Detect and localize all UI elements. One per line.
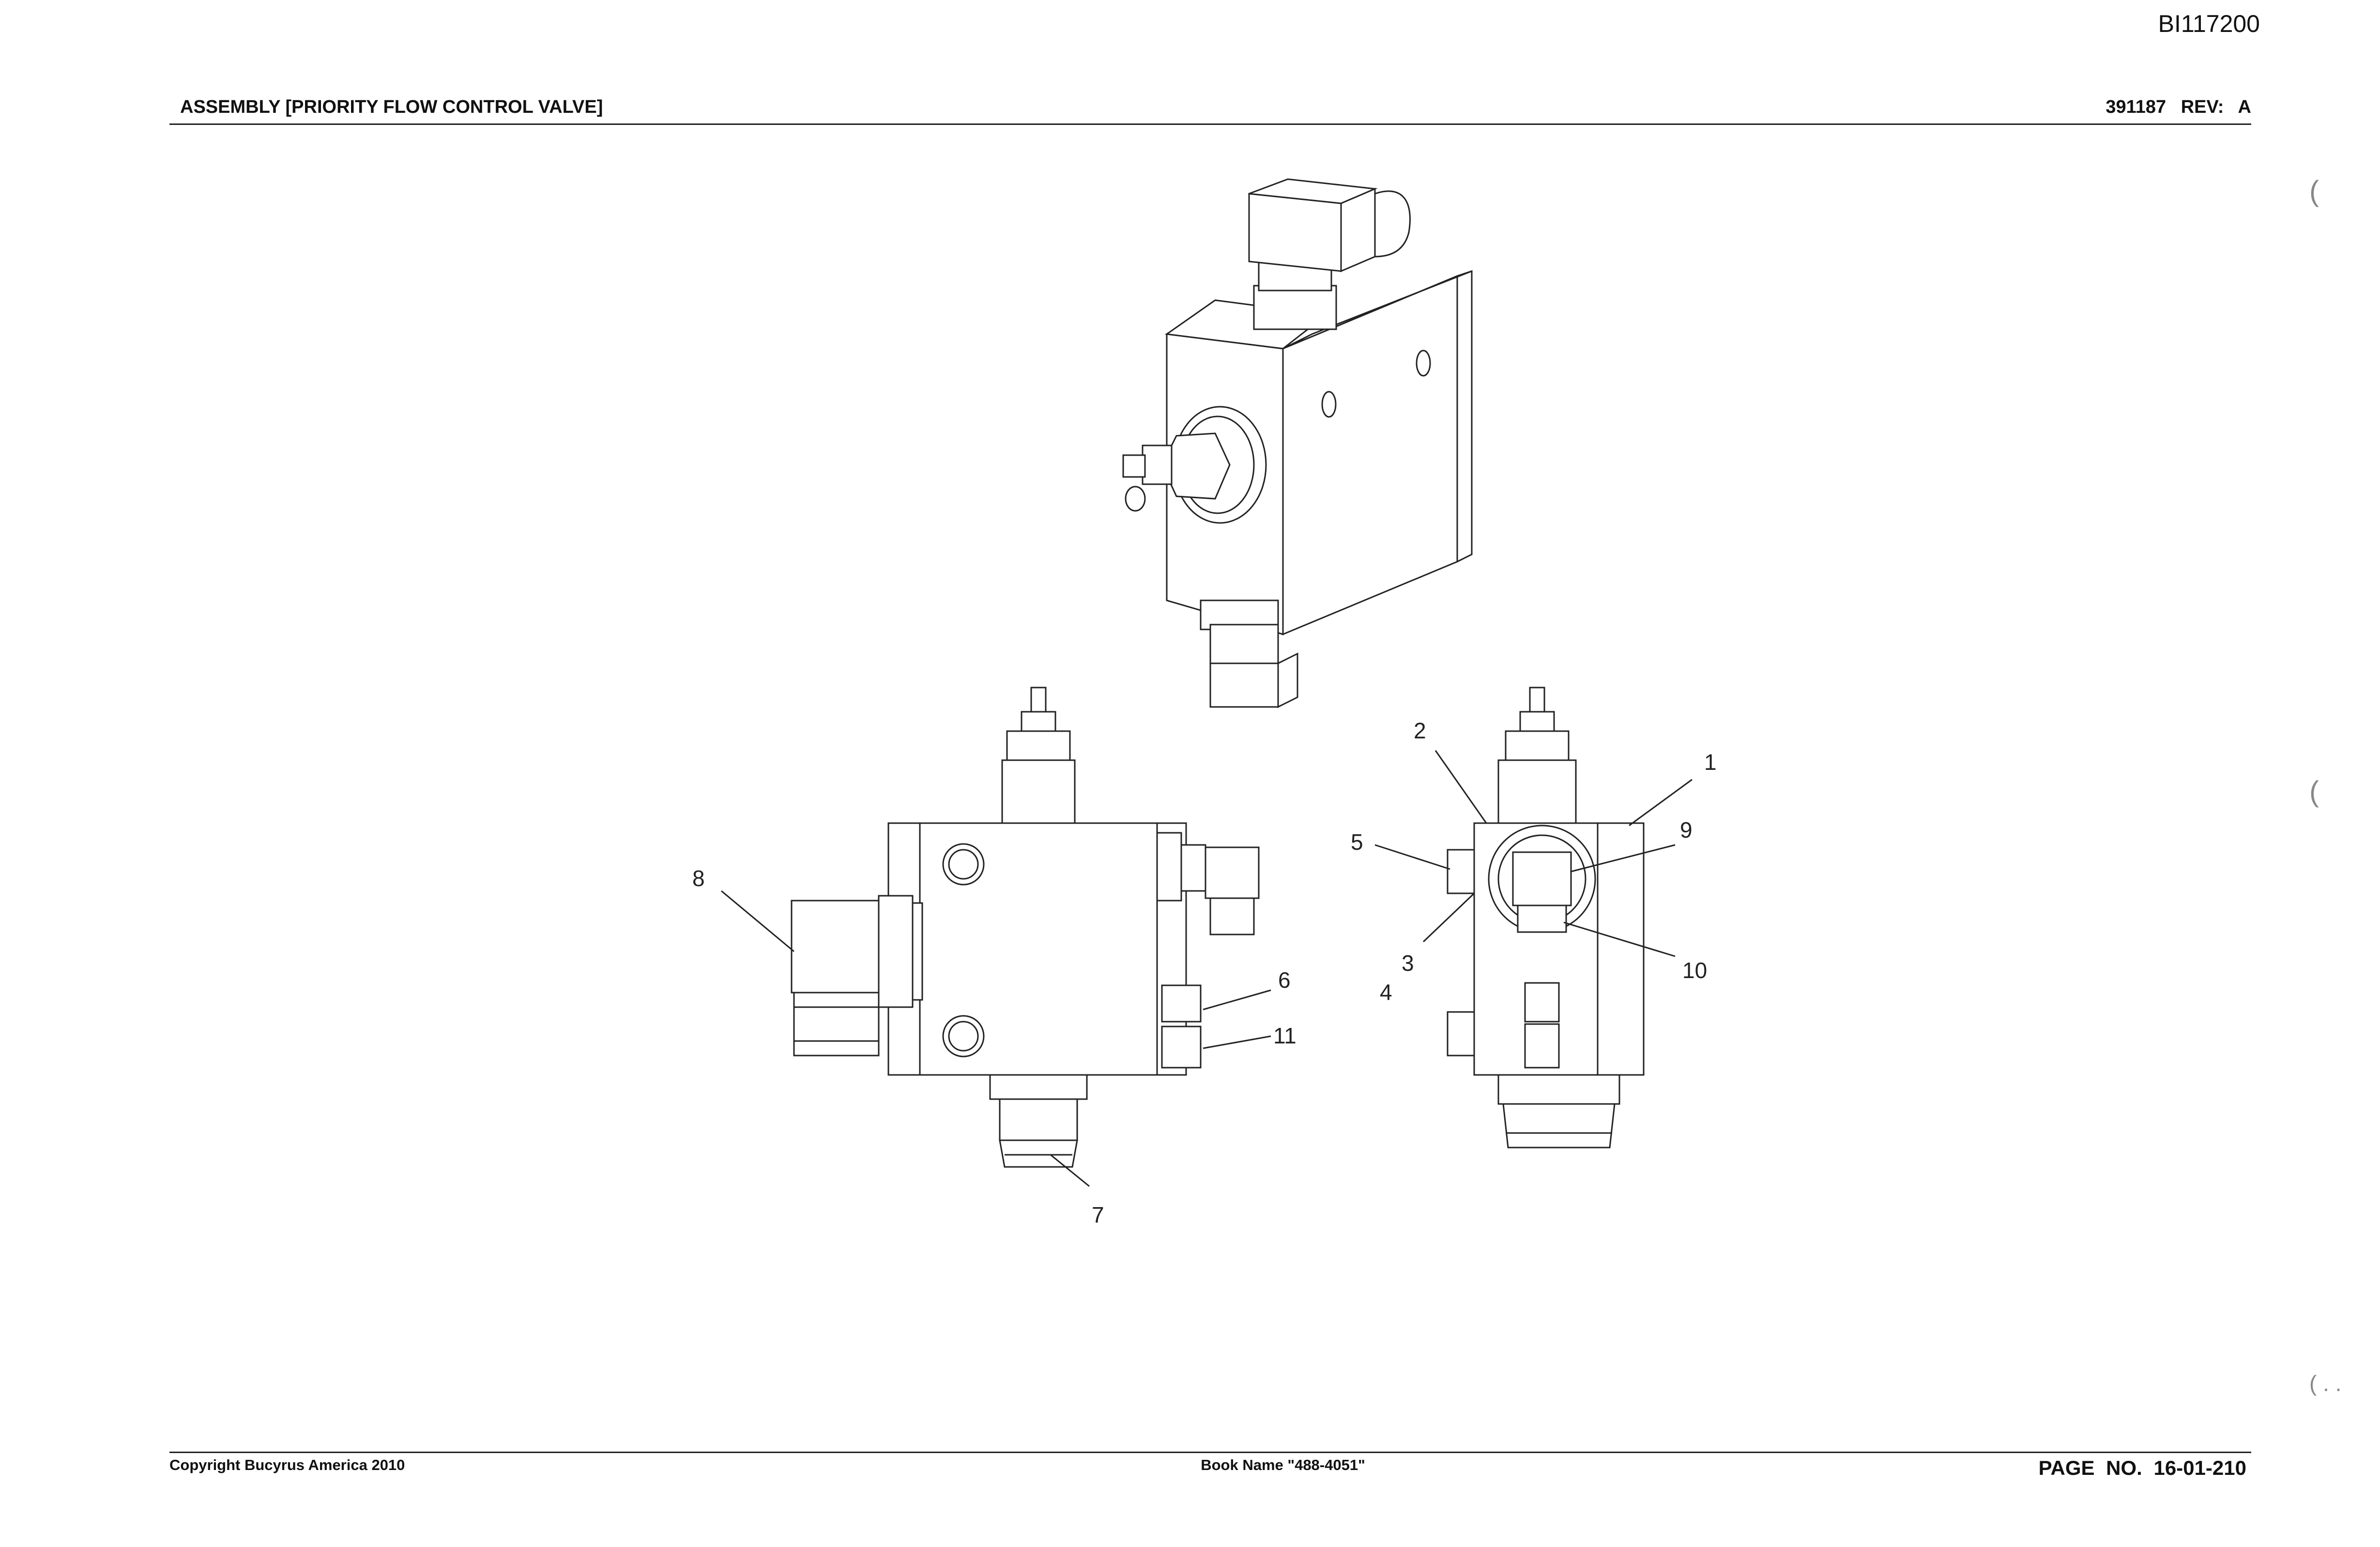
callout-6: 6 xyxy=(1278,967,1291,993)
callout-11: 11 xyxy=(1273,1023,1297,1048)
leader-lines xyxy=(721,750,1693,1187)
side-view xyxy=(1447,687,1645,1149)
margin-mark-bottom: ( . . xyxy=(2309,1371,2342,1396)
copyright: Copyright Bucyrus America 2010 xyxy=(169,1456,405,1473)
rev-label: REV: xyxy=(2181,97,2224,117)
page-number: PAGE NO. 16-01-210 xyxy=(1937,1456,2246,1480)
callout-8: 8 xyxy=(692,866,705,891)
page-label: PAGE NO. xyxy=(2038,1456,2142,1479)
header-rule xyxy=(169,123,2251,125)
callout-4: 4 xyxy=(1380,980,1392,1005)
page-title: ASSEMBLY [PRIORITY FLOW CONTROL VALVE] xyxy=(180,97,603,117)
callout-9: 9 xyxy=(1680,817,1693,842)
callout-7: 7 xyxy=(1092,1202,1104,1227)
callout-5: 5 xyxy=(1351,829,1363,855)
callout-2: 2 xyxy=(1414,718,1426,743)
callout-1: 1 xyxy=(1704,750,1717,775)
part-number: 391187 xyxy=(2105,97,2166,117)
callouts: 1 2 3 4 5 6 7 8 9 10 11 xyxy=(692,718,1717,1227)
margin-mark-middle: ( xyxy=(2309,775,2319,808)
page-value: 16-01-210 xyxy=(2153,1456,2246,1479)
callout-3: 3 xyxy=(1402,950,1414,976)
book-name: Book Name "488-4051" xyxy=(1201,1456,1365,1473)
rev-value: A xyxy=(2238,97,2251,117)
callout-10: 10 xyxy=(1682,958,1707,983)
document-id: BI117200 xyxy=(2158,10,2260,37)
front-view xyxy=(791,687,1260,1168)
margin-mark-top: ( xyxy=(2309,175,2319,207)
footer-rule xyxy=(169,1452,2251,1453)
isometric-view xyxy=(1122,178,1473,708)
part-revision: 391187 REV: A xyxy=(2077,97,2251,118)
